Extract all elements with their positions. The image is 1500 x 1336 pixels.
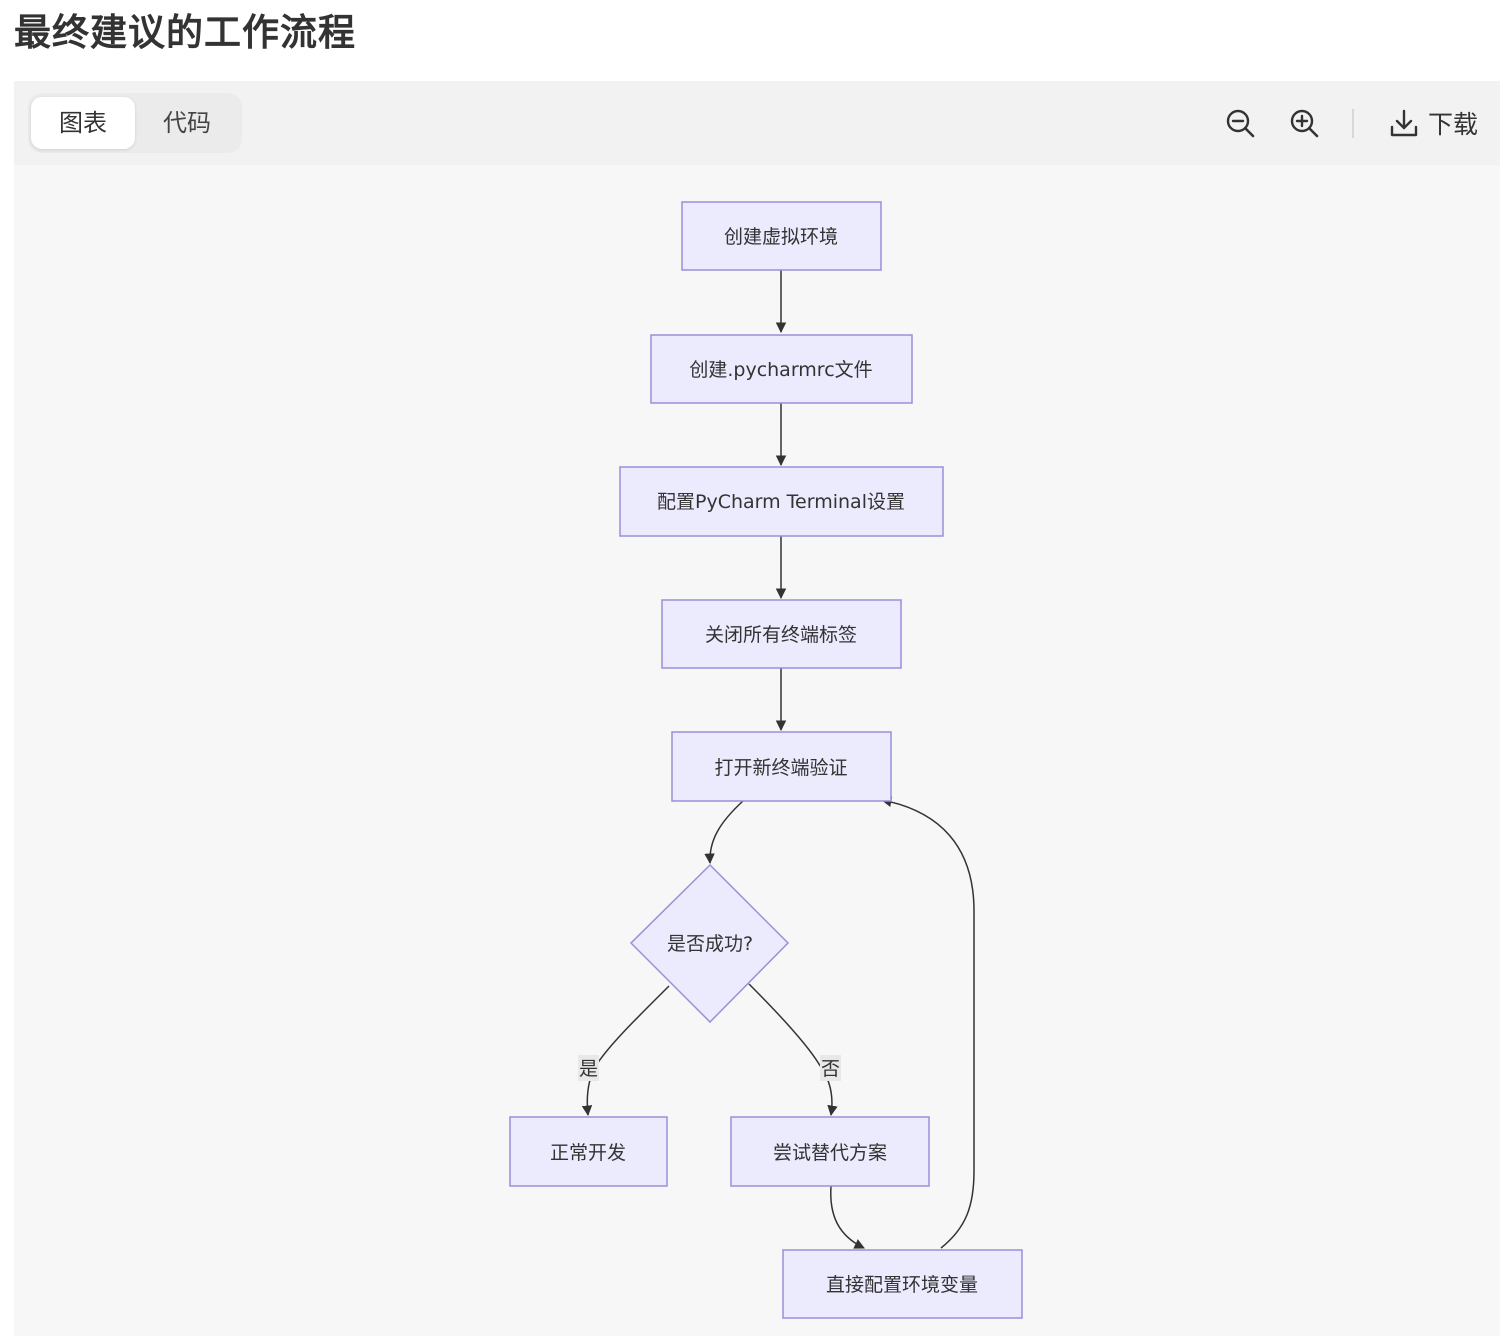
zoom-out-icon[interactable] [1224, 107, 1256, 139]
diagram-panel: 图表 代码 下载 [14, 81, 1500, 1336]
node-alternative [730, 1116, 930, 1187]
edge-label-no: 否 [821, 1058, 840, 1080]
tab-code[interactable]: 代码 [163, 109, 211, 137]
edge-label-bg-yes [578, 1055, 599, 1081]
node-label-close-tabs: 关闭所有终端标签 [705, 624, 857, 646]
edge-env-back-to-open [880, 796, 975, 1249]
flowchart: 是 否 创建虚拟环境 创建.pycharmrc文件 配置PyCharm Term… [509, 201, 1023, 1319]
node-open-new [671, 731, 892, 802]
zoom-in-icon[interactable] [1288, 107, 1320, 139]
node-label-decision: 是否成功? [667, 933, 753, 955]
edge-label-yes: 是 [579, 1058, 598, 1080]
diagram-toolbar: 图表 代码 下载 [14, 81, 1500, 165]
node-label-normal-dev: 正常开发 [550, 1142, 626, 1164]
edge-no [748, 983, 838, 1117]
node-create-venv [681, 201, 882, 271]
node-label-set-env: 直接配置环境变量 [826, 1274, 978, 1296]
node-label-create-rc: 创建.pycharmrc文件 [689, 359, 872, 381]
download-label: 下载 [1428, 110, 1479, 139]
node-config-terminal [619, 466, 944, 537]
node-set-env [782, 1249, 1023, 1319]
edge-alt-to-env [830, 1185, 865, 1249]
node-label-alternative: 尝试替代方案 [773, 1142, 887, 1164]
page-title: 最终建议的工作流程 [14, 11, 356, 54]
edge-open-to-decision [704, 800, 744, 865]
node-close-tabs [661, 599, 902, 669]
node-label-create-venv: 创建虚拟环境 [724, 226, 838, 248]
view-toggle: 图表 代码 [28, 93, 242, 153]
node-decision [629, 863, 790, 1024]
edge-label-bg-no [820, 1055, 841, 1081]
node-normal-dev [509, 1116, 668, 1187]
download-icon [1390, 109, 1418, 137]
node-label-open-new: 打开新终端验证 [714, 757, 847, 779]
toolbar-divider [1352, 109, 1354, 138]
edge-yes [581, 985, 670, 1117]
node-label-config-terminal: 配置PyCharm Terminal设置 [657, 491, 905, 513]
tab-chart[interactable]: 图表 [31, 97, 135, 149]
download-button[interactable]: 下载 [1388, 103, 1478, 143]
node-create-rc [650, 334, 913, 404]
